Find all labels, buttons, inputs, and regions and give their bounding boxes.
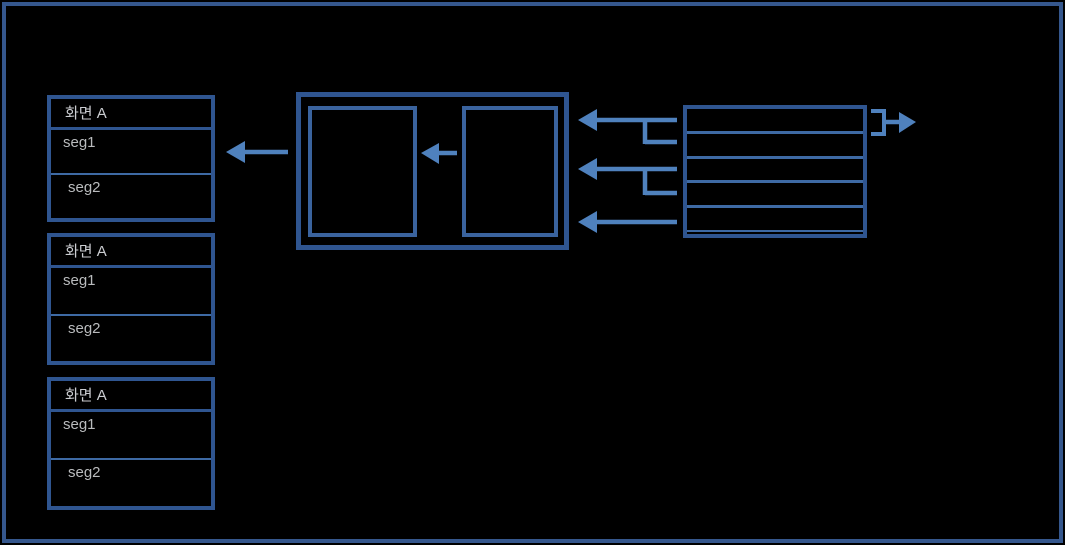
screen-box-2: 화면 A seg1 seg2 <box>47 233 215 365</box>
screen-box-2-seg2: seg2 <box>68 319 101 337</box>
screen-box-3-seg2: seg2 <box>68 464 101 481</box>
arrow-buffer-rows-3-4-left-icon <box>578 158 677 196</box>
inner-box-left <box>308 106 417 237</box>
process-container <box>296 92 569 250</box>
buffer-row-4 <box>687 183 863 209</box>
inner-box-right <box>462 106 558 237</box>
arrow-buffer-row-5-left-icon <box>578 211 677 233</box>
screen-box-1-title: 화면 A <box>51 99 211 130</box>
buffer-table <box>683 105 867 238</box>
screen-box-3: 화면 A seg1 seg2 <box>47 377 215 510</box>
buffer-row-1 <box>687 109 863 134</box>
screen-box-2-title: 화면 A <box>51 237 211 268</box>
buffer-row-5 <box>687 208 863 232</box>
bracket-output-right-icon <box>871 109 916 136</box>
arrow-buffer-rows-1-2-left-icon <box>578 109 677 145</box>
arrow-container-to-screen1-left-icon <box>226 141 288 163</box>
screen-box-1: 화면 A seg1 seg2 <box>47 95 215 222</box>
buffer-row-3 <box>687 159 863 184</box>
screen-box-1-seg2: seg2 <box>68 179 101 196</box>
screen-box-3-title: 화면 A <box>51 381 211 412</box>
screen-box-1-seg1: seg1 <box>51 130 211 175</box>
buffer-row-2 <box>687 134 863 159</box>
screen-box-3-seg1: seg1 <box>51 412 211 460</box>
screen-box-2-seg1: seg1 <box>51 268 211 316</box>
